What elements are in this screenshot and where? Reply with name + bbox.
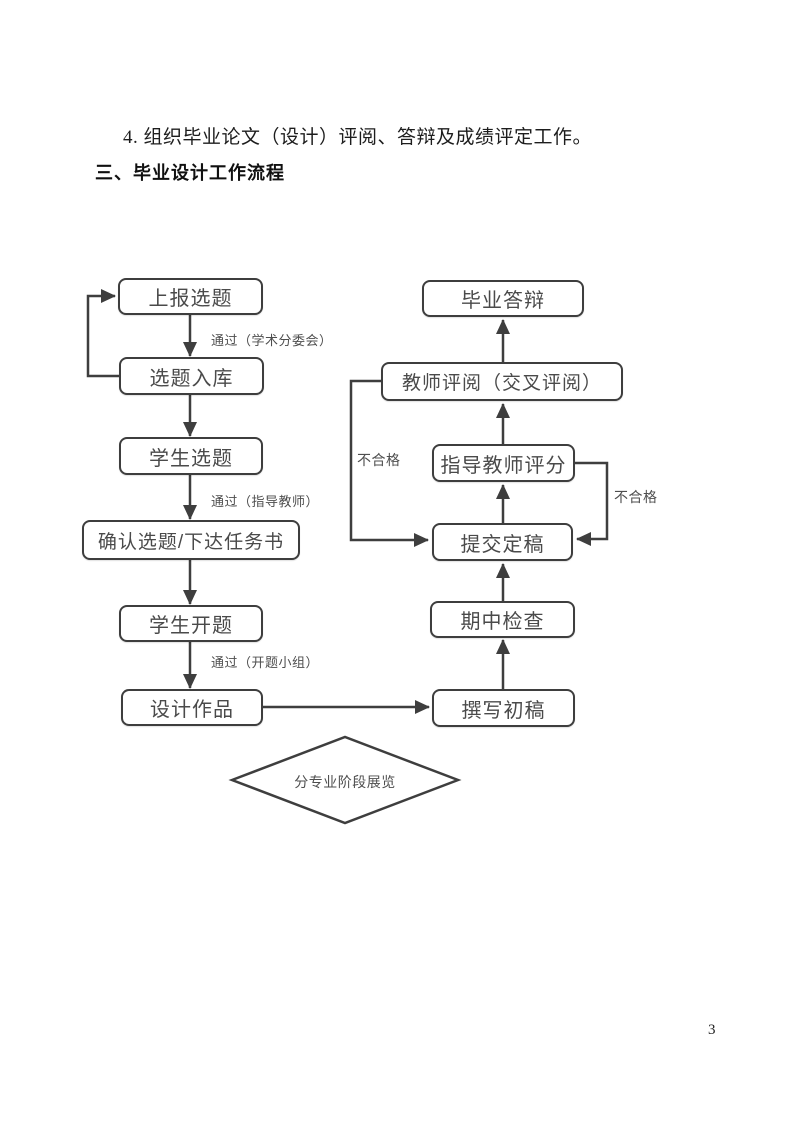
- node-draft-writing: 撰写初稿: [432, 689, 575, 727]
- node-report-topic: 上报选题: [118, 278, 263, 315]
- stage-exhibition-diamond: [228, 735, 462, 825]
- node-student-opening: 学生开题: [119, 605, 263, 642]
- section-heading: 三、毕业设计工作流程: [95, 163, 285, 183]
- node-advisor-score: 指导教师评分: [432, 444, 575, 482]
- edge-label-pass-opening-group: 通过（开题小组）: [211, 655, 320, 670]
- node-student-select: 学生选题: [119, 437, 263, 475]
- node-submit-final: 提交定稿: [432, 523, 573, 561]
- node-topic-into-bank: 选题入库: [119, 357, 264, 395]
- edge-label-pass-committee: 通过（学术分委会）: [211, 333, 333, 348]
- page-number: 3: [708, 1022, 716, 1038]
- edge-label-fail-right: 不合格: [614, 489, 658, 505]
- edge-label-fail-left: 不合格: [357, 452, 401, 468]
- node-teacher-review: 教师评阅（交叉评阅）: [381, 362, 623, 401]
- paragraph-item-4: 4. 组织毕业论文（设计）评阅、答辩及成绩评定工作。: [123, 127, 593, 148]
- node-midterm-check: 期中检查: [430, 601, 575, 638]
- node-design-work: 设计作品: [121, 689, 263, 726]
- node-stage-exhibition-label: 分专业阶段展览: [294, 774, 396, 790]
- node-confirm-assign: 确认选题/下达任务书: [82, 520, 300, 560]
- node-defense: 毕业答辩: [422, 280, 584, 317]
- edge-label-pass-advisor: 通过（指导教师）: [211, 494, 320, 509]
